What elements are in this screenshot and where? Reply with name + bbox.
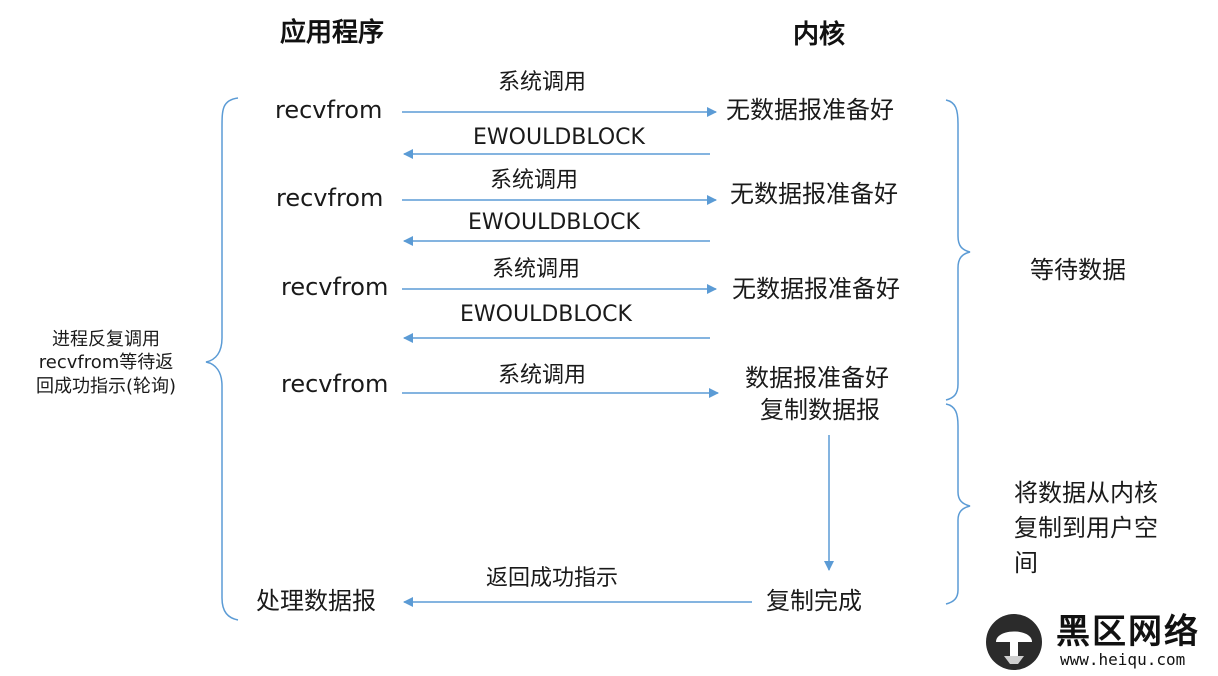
copy-phase-line-1: 将数据从内核 bbox=[1014, 479, 1158, 507]
copy-phase-label: 将数据从内核 复制到用户空 间 bbox=[1014, 476, 1158, 580]
recvfrom-call-2: recvfrom bbox=[276, 184, 384, 212]
polling-note-line-2: recvfrom等待返 bbox=[38, 352, 174, 374]
polling-note-line-3: 回成功指示(轮询) bbox=[35, 375, 177, 397]
app-column-header: 应用程序 bbox=[280, 18, 385, 48]
copy-phase-line-2: 复制到用户空 bbox=[1014, 513, 1158, 542]
copy-datagram-state: 复制数据报 bbox=[760, 396, 880, 424]
datagram-ready-state: 数据报准备好 bbox=[745, 364, 889, 392]
watermark-title: 黑区网络 bbox=[1056, 612, 1200, 652]
ewouldblock-label-1: EWOULDBLOCK bbox=[473, 125, 645, 150]
recvfrom-call-1: recvfrom bbox=[275, 96, 383, 124]
copy-phase-line-3: 间 bbox=[1014, 548, 1038, 577]
wait-brace bbox=[945, 99, 971, 401]
wait-data-phase-label: 等待数据 bbox=[1030, 256, 1126, 284]
mushroom-logo-icon bbox=[986, 614, 1042, 670]
no-datagram-state-2: 无数据报准备好 bbox=[730, 180, 898, 208]
syscall-label-2: 系统调用 bbox=[490, 168, 579, 193]
ewouldblock-label-3: EWOULDBLOCK bbox=[460, 302, 632, 327]
copy-complete-state: 复制完成 bbox=[766, 587, 862, 615]
copy-brace bbox=[945, 403, 971, 605]
syscall-label-1: 系统调用 bbox=[498, 70, 587, 95]
recvfrom-call-3: recvfrom bbox=[281, 273, 389, 301]
kernel-column-header: 内核 bbox=[793, 20, 846, 50]
recvfrom-call-final: recvfrom bbox=[281, 370, 389, 398]
process-datagram-label: 处理数据报 bbox=[256, 587, 376, 615]
left-brace bbox=[205, 97, 239, 621]
syscall-label-3: 系统调用 bbox=[492, 257, 581, 282]
watermark-url: www.heiqu.com bbox=[1060, 650, 1186, 669]
polling-note-line-1: 进程反复调用 bbox=[52, 329, 160, 350]
syscall-label-final: 系统调用 bbox=[498, 363, 587, 388]
ewouldblock-label-2: EWOULDBLOCK bbox=[468, 210, 640, 235]
no-datagram-state-3: 无数据报准备好 bbox=[732, 275, 900, 303]
return-success-label: 返回成功指示 bbox=[486, 566, 619, 591]
polling-note: 进程反复调用 recvfrom等待返 回成功指示(轮询) bbox=[14, 328, 198, 398]
no-datagram-state-1: 无数据报准备好 bbox=[726, 96, 894, 124]
